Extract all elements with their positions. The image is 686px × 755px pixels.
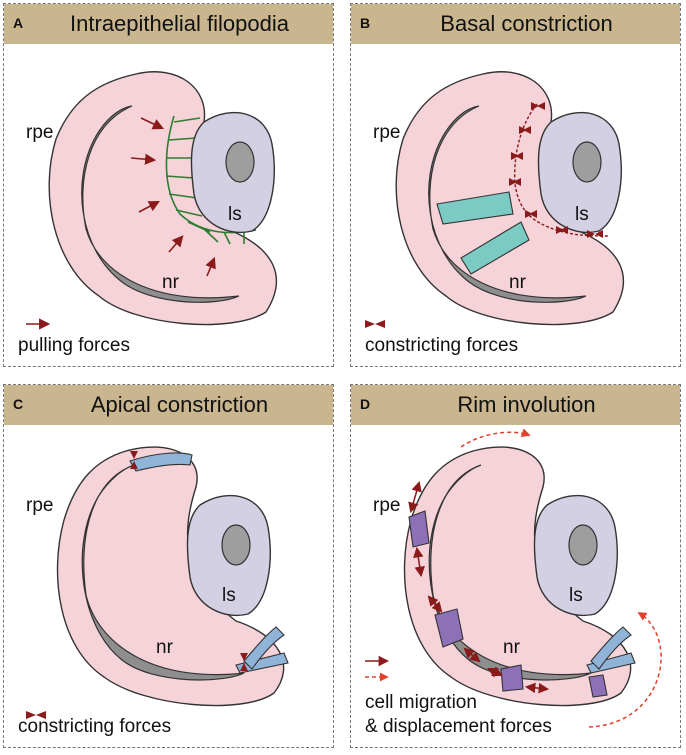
lens-nucleus bbox=[225, 141, 255, 183]
panel-letter: D bbox=[360, 396, 371, 412]
panel-letter: B bbox=[360, 15, 371, 31]
panel-a: A Intraepithelial filopodia rp bbox=[3, 3, 334, 367]
migrating-cells bbox=[588, 674, 608, 698]
panel-letter: C bbox=[13, 396, 24, 412]
apical-constricted-cells bbox=[129, 452, 193, 472]
rpe-label: rpe bbox=[373, 495, 401, 516]
panel-title: Intraepithelial filopodia bbox=[70, 11, 289, 36]
nr-label: nr bbox=[503, 637, 520, 658]
lens-nucleus bbox=[568, 524, 598, 566]
cup-inner-edge bbox=[165, 115, 257, 234]
legend-text: constricting forces bbox=[18, 716, 172, 737]
panel-header: B Basal constriction bbox=[351, 4, 680, 44]
legend-text-line1: cell migration bbox=[365, 692, 477, 713]
nr-label: nr bbox=[509, 272, 526, 293]
migrating-cells bbox=[500, 664, 524, 692]
apical-constricted-cells bbox=[235, 652, 289, 674]
panel-header: C Apical constriction bbox=[4, 385, 333, 425]
panel-d: D Rim involution rpe ls nr cell migratio… bbox=[350, 384, 681, 748]
legend-symbol bbox=[26, 711, 46, 719]
apical-constricted-cells bbox=[243, 626, 285, 670]
optic-cup-diagram bbox=[26, 71, 277, 330]
basal-constriction-line bbox=[513, 103, 610, 237]
nr-label: nr bbox=[162, 272, 179, 293]
constricted-cells bbox=[460, 221, 530, 275]
nr-label: nr bbox=[156, 637, 173, 658]
constricting-force-markers bbox=[509, 102, 603, 238]
legend-text: pulling forces bbox=[18, 335, 130, 356]
rpe-label: rpe bbox=[26, 495, 54, 516]
retinal-layer bbox=[428, 464, 592, 681]
legend-symbol bbox=[365, 320, 385, 328]
panel-header: D Rim involution bbox=[351, 385, 680, 425]
ls-label: ls bbox=[575, 204, 589, 225]
panel-title: Basal constriction bbox=[440, 11, 613, 36]
rpe-label: rpe bbox=[373, 122, 401, 143]
retinal-layer bbox=[81, 464, 245, 681]
migration-force-arrows bbox=[408, 480, 550, 694]
apical-constricted-cells bbox=[590, 626, 632, 670]
panel-header: A Intraepithelial filopodia bbox=[4, 4, 333, 44]
retinal-layer bbox=[428, 105, 587, 303]
optic-cup-diagram bbox=[365, 71, 624, 328]
migrating-cells bbox=[408, 510, 430, 548]
lens-nucleus bbox=[221, 524, 251, 566]
migrating-cells bbox=[434, 608, 464, 648]
panel-c: C Apical constriction rpe ls nr constric… bbox=[3, 384, 334, 748]
constricted-cells bbox=[436, 191, 514, 225]
legend-text-line2: & displacement forces bbox=[365, 716, 552, 737]
lens-nucleus bbox=[572, 141, 602, 183]
ls-label: ls bbox=[569, 585, 583, 606]
optic-cup-diagram bbox=[365, 428, 662, 728]
panel-title: Rim involution bbox=[457, 392, 596, 417]
displacement-arrow-top bbox=[460, 428, 531, 448]
panel-letter: A bbox=[13, 15, 24, 31]
rpe-label: rpe bbox=[26, 122, 54, 143]
constricting-force-markers bbox=[130, 451, 248, 671]
retinal-layer bbox=[81, 105, 240, 303]
panel-title: Apical constriction bbox=[90, 392, 269, 417]
ls-label: ls bbox=[228, 204, 242, 225]
pulling-force-arrows bbox=[130, 117, 216, 277]
panel-b: B Basal constriction rpe ls nr constrict… bbox=[350, 3, 681, 367]
legend-text: constricting forces bbox=[365, 335, 519, 356]
displacement-arrow-right bbox=[588, 612, 662, 728]
optic-cup-diagram bbox=[26, 446, 289, 719]
ls-label: ls bbox=[222, 585, 236, 606]
